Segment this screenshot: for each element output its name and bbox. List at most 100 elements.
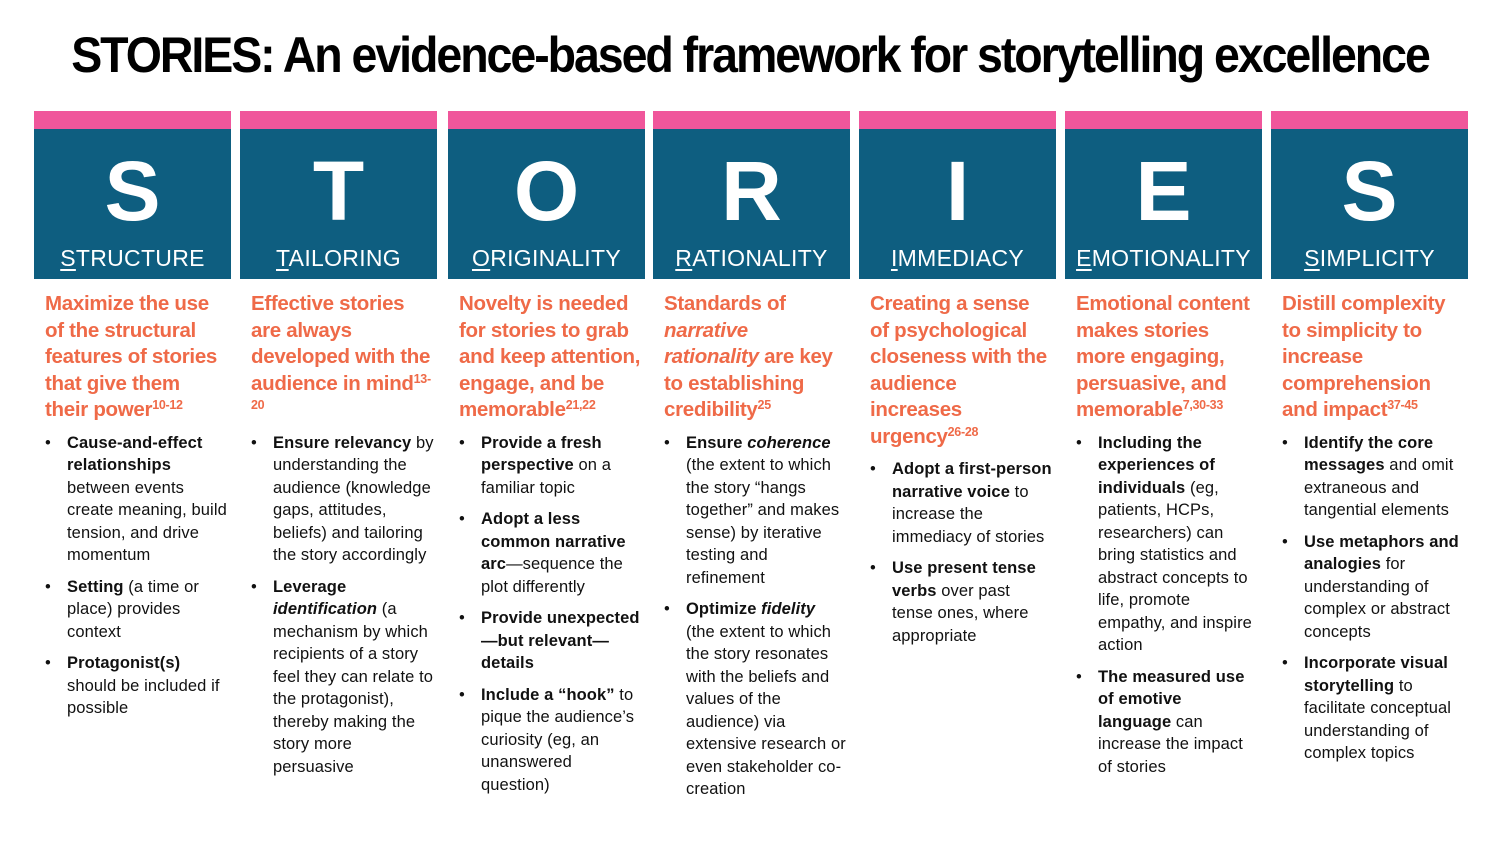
tile-letter: T <box>312 144 365 238</box>
bullet-item: •Ensure relevancy by understanding the a… <box>251 432 434 567</box>
bullet-bold-italic: identification <box>273 600 377 618</box>
bullet-dot-icon: • <box>664 600 670 618</box>
tile-word-initial: O <box>471 245 491 271</box>
column-immediacy: I IMMEDIACY Creating a sense of psychologi… <box>859 111 1056 836</box>
bullet-item: • Setting (a time or place) provides cont… <box>45 576 228 644</box>
bullet-bold: Use metaphors and analogies <box>1304 532 1459 574</box>
bullet-text: and omit extraneous and tangential eleme… <box>1304 456 1454 519</box>
bullet-item: •Including the experiences of individual… <box>1076 432 1259 657</box>
bullet-dot-icon: • <box>45 654 51 672</box>
bullet-bold: The measured use of emotive language <box>1098 667 1245 731</box>
tile-letter: I <box>945 144 970 238</box>
reference-superscript: 26-28 <box>947 424 979 439</box>
bullet-item: •Cause-and-effect relationships between … <box>45 432 228 567</box>
letter-tile: R RATIONALITY <box>653 129 850 279</box>
bullet-italic: identification <box>273 600 378 618</box>
reference-superscript: 21,22 <box>565 398 596 412</box>
bullet-text: between events create meaning, build ten… <box>67 478 227 565</box>
bullet-dot-icon: • <box>1282 433 1288 452</box>
bullet-text: to pique the audience’s curiosity (eg, a… <box>481 685 635 794</box>
bullet-text: to increase the immediacy of stories <box>892 482 1045 546</box>
lead-text: Creating a sense of psychological closen… <box>870 292 1047 448</box>
bullet-bold: Provide a fresh perspective <box>481 433 602 475</box>
bullet-list: • Adopt a first-person narrative voice to… <box>859 458 1056 647</box>
tile-word-initial: S <box>1304 245 1320 271</box>
tile-word-initial: T <box>276 245 289 271</box>
bullet-item: •Optimize fidelity (the extent to which … <box>664 598 847 801</box>
tile-word: SIMPLICITY <box>1271 245 1468 271</box>
lead-statement: Distill complexity to simplicity to incr… <box>1271 291 1468 424</box>
bullet-text: (a mechanism by which recipients of a st… <box>273 600 434 776</box>
tile-word: IMMEDIACY <box>859 245 1056 271</box>
bullet-italic: fidelity <box>761 600 816 618</box>
bullet-dot-icon: • <box>1076 433 1082 452</box>
accent-bar <box>240 111 437 129</box>
bullet-bold: Adopt a first-person narrative voice <box>892 460 1052 501</box>
bullet-dot-icon: • <box>870 460 876 478</box>
tile-letter: S <box>104 144 161 238</box>
tile-letter: S <box>1341 144 1398 238</box>
accent-bar <box>653 111 850 129</box>
lead-statement: Effective stories are always developed w… <box>240 291 437 424</box>
bullet-item: •Use present tense verbs over past tense… <box>870 557 1053 647</box>
bullet-bold-italic: fidelity <box>761 600 815 618</box>
bullet-dot-icon: • <box>459 685 465 704</box>
tile-letter: O <box>513 144 580 238</box>
reference-superscript: 37-45 <box>1387 398 1418 412</box>
bullet-item: • Use metaphors and analogies for underst… <box>1282 531 1465 644</box>
bullet-dot-icon: • <box>664 433 670 452</box>
bullet-item: •Protagonist(s) should be included if po… <box>45 652 228 720</box>
tile-word-rest: MMEDIACY <box>897 245 1025 271</box>
bullet-item: • Include a “hook” to pique the audience’… <box>459 684 642 797</box>
bullet-bold: Use present tense verbs <box>892 559 1036 600</box>
bullet-list: • Identify the core messages and omit ext… <box>1271 432 1468 765</box>
tile-word: RATIONALITY <box>653 245 850 271</box>
lead-text-italic: narrative rationality <box>664 318 759 369</box>
bullet-text: by understanding the audience (knowledge… <box>273 433 434 565</box>
lead-statement: Novelty is needed for stories to grab an… <box>448 291 645 424</box>
bullet-item: •Adopt a less common narrative arc—seque… <box>459 508 642 598</box>
tile-letter: R <box>721 144 782 238</box>
tile-word-rest: ATIONALITY <box>692 245 828 271</box>
bullet-bold: Identify the core messages <box>1304 433 1434 475</box>
bullet-bold: Provide unexpected—but relevant—details <box>481 609 640 672</box>
tile-word-rest: IMPLICITY <box>1319 245 1435 271</box>
bullet-text: —sequence the plot differently <box>481 555 623 596</box>
bullet-bold: Adopt a less common narrative arc <box>481 510 626 573</box>
tile-word-rest: MOTIONALITY <box>1091 245 1251 271</box>
bullet-item: • Adopt a first-person narrative voice to… <box>870 458 1053 548</box>
bullet-bold-italic: coherence <box>747 434 830 452</box>
bullet-dot-icon: • <box>1076 667 1082 686</box>
reference-superscript: 25 <box>757 398 772 412</box>
bullet-dot-icon: • <box>45 433 51 452</box>
bullet-text: (a time or place) provides context <box>67 577 199 641</box>
accent-bar <box>34 111 231 129</box>
bullet-text: (the extent to which the story resonates… <box>686 622 846 799</box>
bullet-text: (the extent to which the story “hangs to… <box>686 456 840 587</box>
bullet-list: •Including the experiences of individual… <box>1065 432 1262 779</box>
lead-text: Emotional content makes stories more eng… <box>1076 292 1250 421</box>
page-title: STORIES: An evidence-based framework for… <box>71 27 1431 83</box>
bullet-dot-icon: • <box>1282 532 1288 551</box>
reference-superscript: 7,30-33 <box>1182 398 1224 412</box>
bullet-dot-icon: • <box>459 433 465 452</box>
bullet-bold: Protagonist(s) <box>67 654 181 672</box>
lead-statement: Maximize the use of the structural featu… <box>34 291 231 424</box>
bullet-text: for understanding of complex or abstract… <box>1304 555 1450 641</box>
accent-bar <box>1065 111 1262 129</box>
accent-bar <box>859 111 1056 129</box>
lead-text: Maximize the use of the structural featu… <box>45 292 218 421</box>
bullet-item: •Provide a fresh perspective on a famili… <box>459 432 642 500</box>
tile-word: EMOTIONALITY <box>1065 245 1262 271</box>
bullet-text: (eg, patients, HCPs, researchers) can br… <box>1098 478 1252 655</box>
bullet-bold: Setting <box>67 577 124 596</box>
bullet-bold: Include a “hook” <box>481 685 615 704</box>
bullet-dot-icon: • <box>45 577 51 596</box>
bullet-dot-icon: • <box>251 433 257 452</box>
